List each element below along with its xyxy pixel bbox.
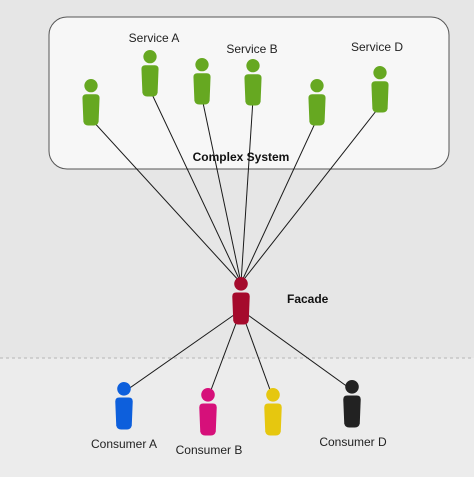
consumer-figure-1-head [117,382,131,396]
service-connector-4 [240,98,254,284]
service-label-6: Service D [351,40,403,54]
service-figure-6-body [371,81,389,113]
service-figure-5-head [310,79,324,93]
service-figure-5 [308,79,326,126]
consumer-figure-4 [343,380,361,428]
service-figure-1-body [82,94,100,126]
consumer-connector-1 [123,309,242,393]
consumer-figure-1-body [115,397,133,430]
facade-figure [232,277,250,325]
service-figure-3-body [193,73,211,105]
consumer-figure-4-head [345,380,359,394]
service-label-2: Service A [129,31,180,45]
service-figure-4 [244,59,262,106]
service-figure-6 [371,66,389,113]
consumer-figure-2-body [199,403,217,436]
consumer-figure-3-head [266,388,280,402]
service-figure-5-body [308,94,326,126]
service-figure-2 [141,50,159,97]
facade-figure-head [234,277,248,291]
connector-lines [90,89,381,399]
consumer-connector-3 [240,309,274,399]
service-figure-2-body [141,65,159,97]
consumer-label-4: Consumer D [319,435,387,449]
service-figure-4-head [246,59,260,73]
service-figure-4-body [244,74,262,106]
service-figure-3-head [195,58,209,72]
consumer-connector-2 [207,309,242,399]
service-connector-2 [149,89,242,284]
facade-label: Facade [287,292,329,306]
service-label-4: Service B [226,42,277,56]
service-connector-3 [201,97,242,284]
consumer-figure-3-body [264,403,282,436]
service-figure-1 [82,79,100,126]
consumer-figure-4-body [343,395,361,428]
facade-figure-body [232,292,250,325]
service-labels: Service A Service B Service D [129,31,404,56]
service-connector-1 [90,118,242,284]
service-figure-1-head [84,79,98,93]
service-figure-2-head [143,50,157,64]
complex-system-label: Complex System [193,150,290,164]
consumer-label-1: Consumer A [91,437,157,451]
consumer-figure-2 [199,388,217,436]
service-connector-5 [240,118,318,284]
service-connector-6 [240,105,381,284]
figures [82,50,389,436]
lower-background [0,358,474,477]
consumer-figure-3 [264,388,282,436]
consumer-labels: Consumer A Consumer B Consumer D [91,435,387,457]
consumer-figure-1 [115,382,133,430]
service-figure-3 [193,58,211,105]
service-figure-6-head [373,66,387,80]
consumer-figure-2-head [201,388,215,402]
consumer-connector-4 [240,309,353,391]
consumer-label-2: Consumer B [176,443,243,457]
